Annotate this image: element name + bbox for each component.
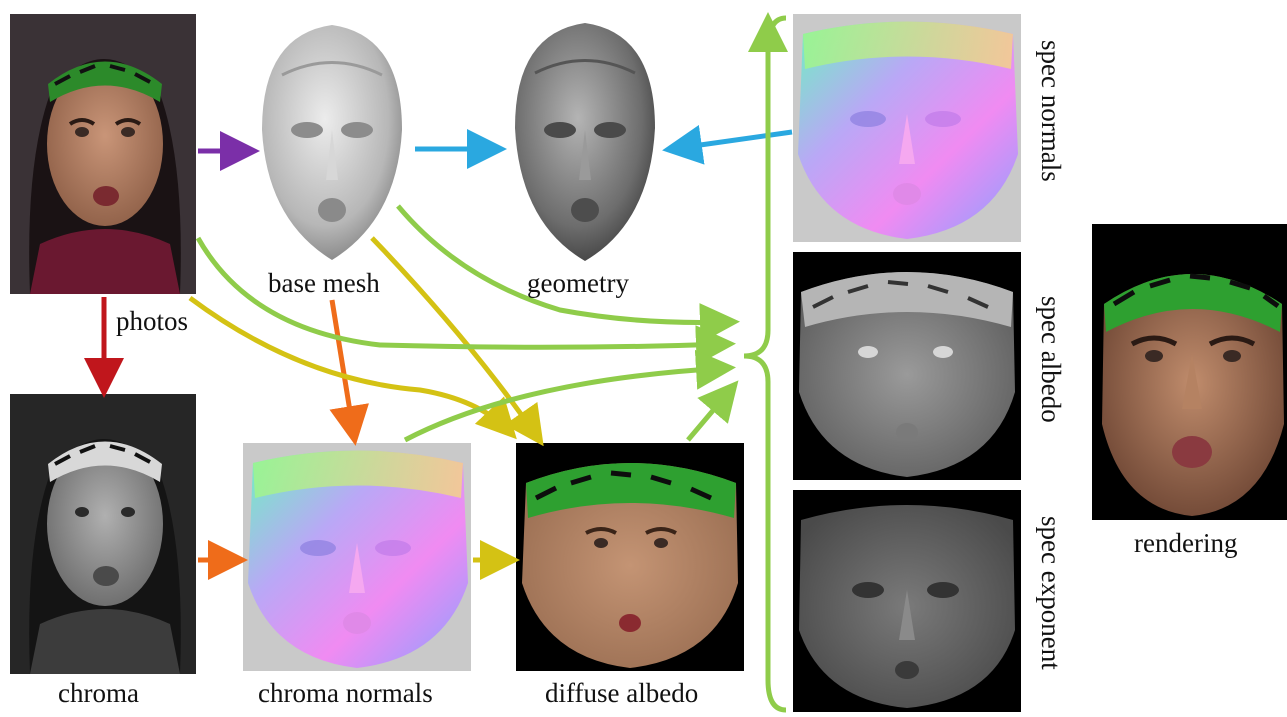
label-spec-albedo: spec albedo [1037, 296, 1064, 423]
label-chroma-normals: chroma normals [258, 680, 433, 707]
label-base-mesh: base mesh [268, 270, 380, 297]
label-diffuse-albedo: diffuse albedo [545, 680, 698, 707]
label-spec-normals: spec normals [1037, 40, 1064, 182]
arrow-spec-normals-to-geometry [672, 132, 792, 149]
label-photos: photos [116, 308, 188, 335]
label-geometry: geometry [527, 270, 629, 297]
arrow-diffuse-albedo-to-spec [688, 388, 732, 440]
arrow-base-mesh-to-diffuse-albedo [372, 238, 538, 438]
label-spec-exponent: spec exponent [1037, 516, 1064, 670]
arrow-chroma-normals-to-spec [405, 368, 726, 440]
spec-brace [744, 18, 786, 710]
arrow-base-mesh-to-chroma-normals [332, 300, 354, 436]
label-rendering: rendering [1134, 530, 1237, 557]
label-chroma: chroma [58, 680, 139, 707]
arrow-base-mesh-to-spec [398, 206, 730, 323]
